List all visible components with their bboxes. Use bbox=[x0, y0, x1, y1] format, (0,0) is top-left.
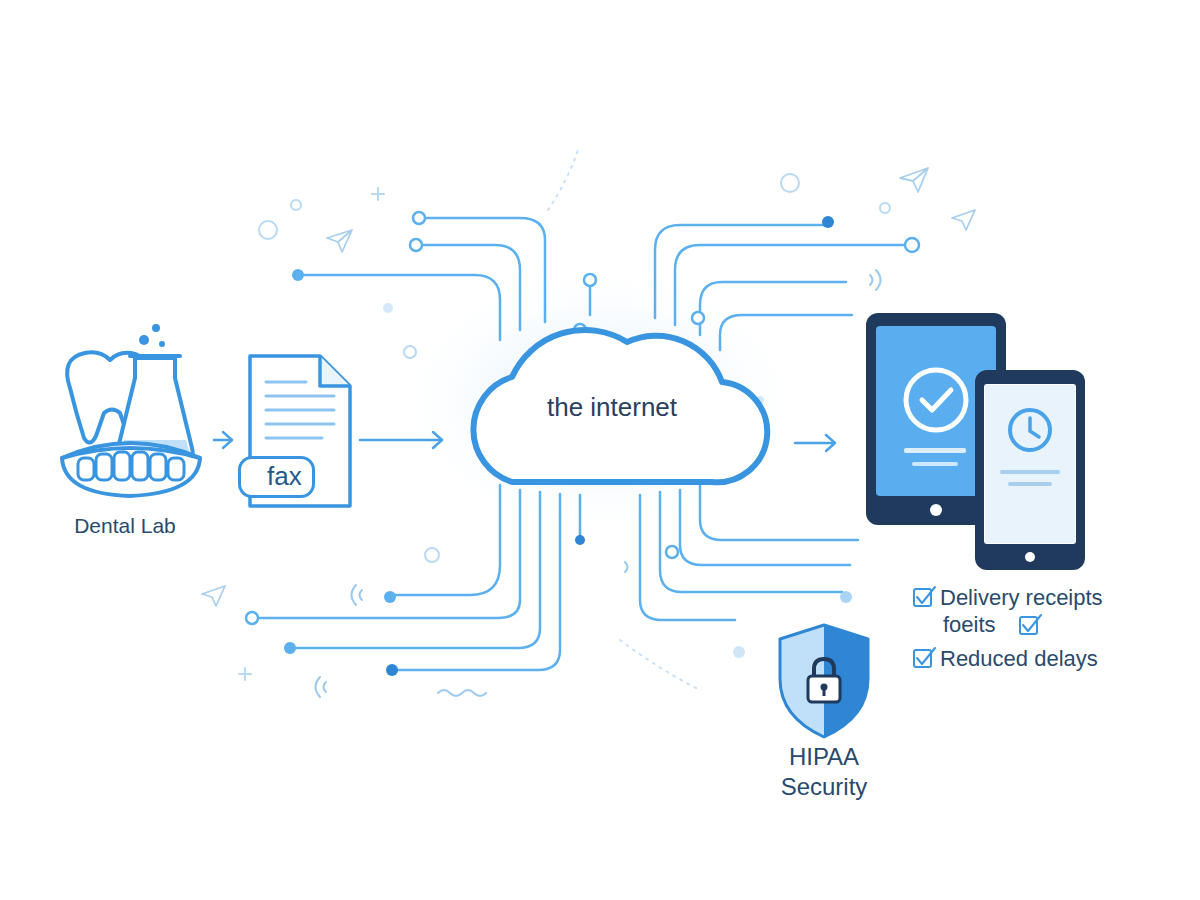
cloud-node: the internet bbox=[452, 302, 772, 492]
shield-label: HIPAA Security bbox=[758, 742, 890, 802]
cloud-label: the internet bbox=[537, 390, 687, 424]
checklist-item: foeits bbox=[943, 612, 996, 638]
node-label: Dental Lab bbox=[40, 514, 210, 538]
checklist-item: Reduced delays bbox=[940, 646, 1098, 672]
fax-document: fax bbox=[242, 352, 356, 512]
security-shield: HIPAA Security bbox=[768, 618, 880, 806]
fax-tag: fax bbox=[238, 456, 315, 498]
flow-arrow bbox=[360, 432, 442, 448]
phone-icon bbox=[975, 370, 1085, 570]
checklist-item: Delivery receipts bbox=[940, 585, 1103, 611]
lab-node: Dental Lab bbox=[40, 318, 210, 550]
flow-arrow bbox=[214, 432, 232, 448]
